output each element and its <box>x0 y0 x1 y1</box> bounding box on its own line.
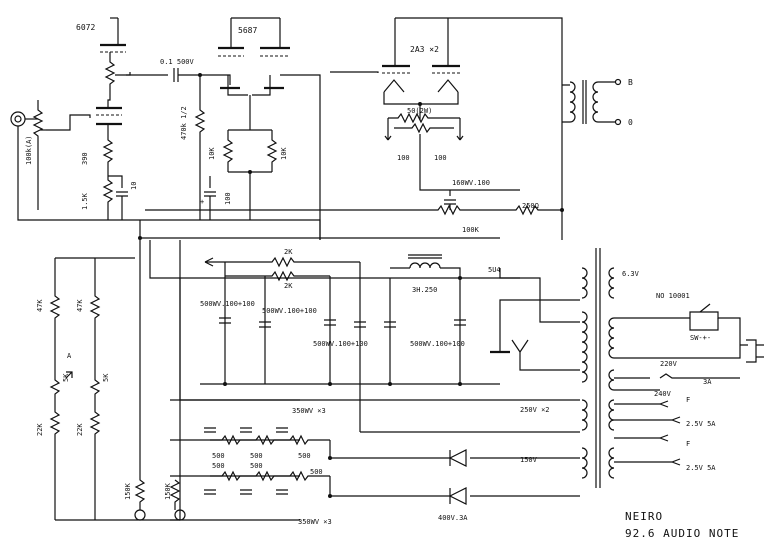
label-500-c: 500 <box>298 452 311 460</box>
label-500wv-d: 500WV.100+100 <box>410 340 465 348</box>
label-390: 390 <box>81 152 89 165</box>
tube-2a3 <box>382 64 460 93</box>
label-switch: SW-+- <box>690 334 711 342</box>
label-10uf: 10 <box>130 182 138 190</box>
label-160wv: 160WV.100 <box>452 179 490 187</box>
bias-resistors <box>210 434 330 482</box>
choke <box>408 254 442 269</box>
label-500-d: 500 <box>212 462 225 470</box>
label-100-a: 100 <box>397 154 410 162</box>
label-out-b: B <box>628 78 633 87</box>
label-100uf: 100 <box>224 192 232 205</box>
label-150k-a: 150K <box>124 482 132 500</box>
caption-title: NEIRO <box>625 510 663 523</box>
output-transformer <box>569 80 599 124</box>
label-f-1: F <box>686 396 690 404</box>
label-500wv-c: 500WV.100+100 <box>313 340 368 348</box>
label-500wv-b: 500WV.100+100 <box>262 307 317 315</box>
label-3h-250: 3H.250 <box>412 286 437 294</box>
label-2k-b: 2K <box>284 282 293 290</box>
label-47k-a: 47K <box>36 299 44 312</box>
label-0-1-500v: 0.1 500V <box>160 58 195 66</box>
label-3a: 3A <box>703 378 712 386</box>
label-500-e: 500 <box>250 462 263 470</box>
label-10k-a: 10K <box>208 147 216 160</box>
label-500-a: 500 <box>212 452 225 460</box>
label-22k-b: 22K <box>76 423 84 436</box>
power-transformer <box>581 248 615 488</box>
label-2k-a: 2K <box>284 248 293 256</box>
label-1-5k: 1.5K <box>81 192 89 210</box>
label-500wv-a: 500WV.100+100 <box>200 300 255 308</box>
label-5u4: 5U4 <box>488 266 501 274</box>
tube-5687 <box>218 46 290 96</box>
label-350wv-b: 350WV ×3 <box>298 518 332 526</box>
label-22k-a: 22K <box>36 423 44 436</box>
label-220v: 220V <box>660 360 678 368</box>
label-100-b: 100 <box>434 154 447 162</box>
label-500-b: 500 <box>250 452 263 460</box>
label-500-f: 500 <box>310 468 323 476</box>
label-5k-b: 5K <box>102 373 110 382</box>
label-6072: 6072 <box>76 23 95 32</box>
rectifier-5u4 <box>490 299 580 371</box>
label-100k-a: 100k(A) <box>25 135 33 165</box>
label-arrow-a: A <box>67 352 72 360</box>
filter-caps <box>219 317 466 328</box>
label-out-0: 0 <box>628 118 633 127</box>
label-50-2w: 50(2W) <box>407 107 432 115</box>
label-250v: 250V ×2 <box>520 406 550 414</box>
label-6-3v: 6.3V <box>622 270 640 278</box>
label-5687: 5687 <box>238 26 257 35</box>
label-f-2: F <box>686 440 690 448</box>
label-350wv-a: 350WV ×3 <box>292 407 326 415</box>
label-150k-b: 150K <box>164 482 172 500</box>
label-2a3: 2A3 ×2 <box>410 45 439 54</box>
label-2-5v-b: 2.5V 5A <box>686 464 716 472</box>
label-150v: 150V <box>520 456 538 464</box>
label-no-10001: NO 10001 <box>656 292 690 300</box>
label-400v-3a: 400V.3A <box>438 514 468 522</box>
label-10k-b: 10K <box>280 147 288 160</box>
caption-subtitle: 92.6 AUDIO NOTE <box>625 527 739 540</box>
volume-potentiometer <box>32 100 91 210</box>
label-470k: 470k 1/2 <box>180 106 188 140</box>
junction-dots <box>138 73 564 498</box>
plus-mark-a: + <box>200 198 204 206</box>
label-250ohm: 250Ω <box>522 202 539 210</box>
label-240v: 240V <box>654 390 672 398</box>
input-jack <box>10 111 26 127</box>
tube-6072 <box>96 43 126 126</box>
label-47k-b: 47K <box>76 299 84 312</box>
label-100k: 100K <box>462 226 480 234</box>
label-2-5v-a: 2.5V 5A <box>686 420 716 428</box>
